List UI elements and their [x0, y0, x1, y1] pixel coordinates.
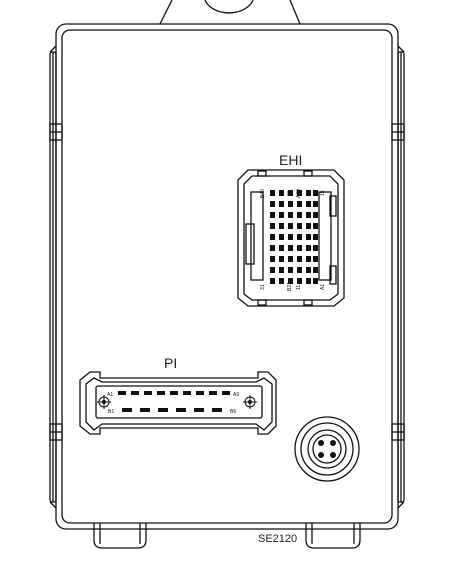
ehi-label-a30: A30 — [296, 189, 302, 198]
pi-pin-row-a — [118, 391, 230, 395]
ehi-label-b21: B21 — [287, 282, 293, 291]
pi-label-b6: B6 — [230, 409, 236, 415]
ehi-label-15: 15 — [320, 190, 326, 196]
right-rail — [391, 45, 405, 509]
round-connector-pins — [318, 440, 336, 458]
round-connector-icon — [294, 416, 360, 482]
housing — [55, 23, 399, 530]
left-rail — [49, 45, 63, 509]
mounting-screw-icon — [97, 395, 257, 409]
top-bracket — [159, 0, 301, 25]
ehi-label-31: 31 — [260, 284, 266, 290]
ehi-label-a1: A1 — [320, 284, 326, 290]
drawing-code: SE2120 — [258, 533, 297, 545]
pi-connector — [79, 371, 277, 435]
ehi-label-11: 11 — [296, 285, 302, 290]
pi-label-a1: A1 — [107, 392, 113, 398]
ehi-label-30: 30 — [287, 190, 293, 196]
pi-label-b1: B1 — [108, 409, 114, 415]
ehi-connector — [237, 169, 345, 307]
ehi-title: EHI — [279, 152, 302, 168]
ehi-pin-grid — [270, 190, 318, 284]
pi-title: PI — [164, 355, 177, 371]
ehi-label-b40: B40 — [260, 189, 266, 198]
pi-label-a9: A9 — [233, 392, 239, 398]
bottom-feet — [93, 523, 361, 549]
pi-pin-row-b — [122, 408, 222, 412]
